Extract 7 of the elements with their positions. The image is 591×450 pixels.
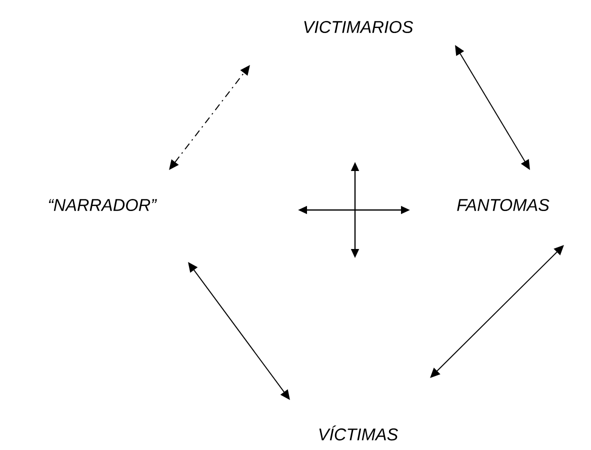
node-label: “NARRADOR” <box>48 198 157 212</box>
node-label: FANTOMAS <box>457 198 550 212</box>
node-label: VICTIMARIOS <box>304 20 414 34</box>
arrow <box>169 65 250 170</box>
arrow <box>430 245 564 378</box>
arrow <box>188 262 290 400</box>
node-label: VÍCTIMAS <box>319 426 398 440</box>
